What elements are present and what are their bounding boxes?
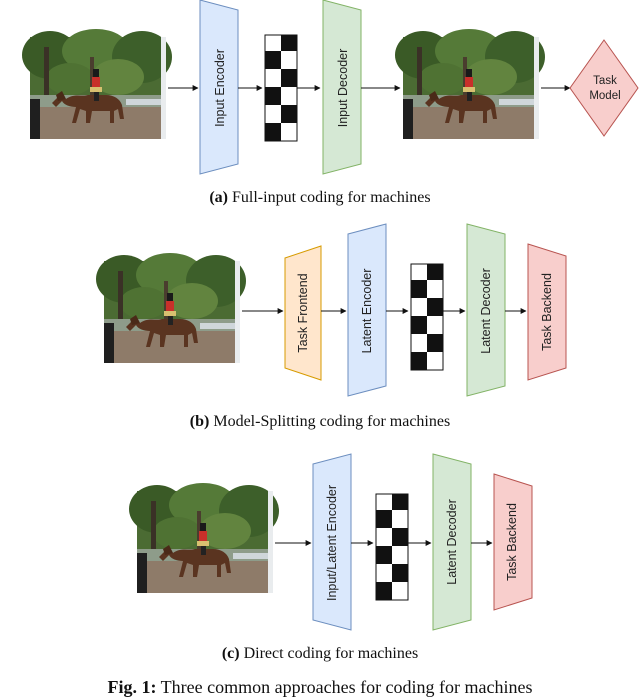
caption-c-text: Direct coding for machines	[243, 645, 419, 662]
input-latent-encoder-label: Input/Latent Encoder	[325, 485, 339, 601]
input-decoder-block	[322, 0, 362, 175]
reconstructed-image-a	[395, 29, 545, 139]
input-image-b	[96, 253, 246, 363]
figure-tag: Fig. 1:	[107, 677, 157, 697]
bitstream-a	[264, 34, 298, 142]
input-decoder-label: Input Decoder	[336, 49, 350, 128]
task-backend-label-c: Task Backend	[505, 503, 519, 581]
caption-a-tag: (a)	[209, 189, 228, 206]
figure-caption-text: Three common approaches for coding for m…	[160, 677, 533, 697]
latent-encoder-block	[347, 223, 387, 397]
panel-c: Input/Latent Encoder Latent Decoder Task…	[129, 453, 533, 631]
input-image-c	[129, 483, 279, 593]
task-model-diamond	[569, 39, 639, 137]
panel-b: Task Frontend Latent Encoder Latent Deco…	[96, 223, 567, 397]
caption-b: (b) Model-Splitting coding for machines	[0, 413, 640, 431]
panel-a: Input Encoder Input Decoder Task Model	[22, 0, 639, 175]
task-backend-block-c	[493, 473, 533, 611]
bitstream-b	[410, 263, 444, 371]
input-encoder-block	[199, 0, 239, 175]
task-frontend-block	[284, 245, 322, 381]
latent-decoder-block-c	[432, 453, 472, 631]
caption-c-tag: (c)	[221, 645, 240, 662]
caption-a: (a) Full-input coding for machines	[0, 189, 640, 207]
task-model-label-2: Model	[589, 90, 620, 102]
figure-caption: Fig. 1: Three common approaches for codi…	[0, 677, 640, 698]
bitstream-c	[375, 493, 409, 601]
latent-decoder-label-c: Latent Decoder	[445, 499, 459, 584]
caption-a-text: Full-input coding for machines	[232, 189, 431, 206]
latent-decoder-block	[466, 223, 506, 397]
latent-decoder-label: Latent Decoder	[479, 268, 493, 353]
input-latent-encoder-block	[312, 453, 352, 631]
caption-c: (c) Direct coding for machines	[0, 645, 640, 663]
task-backend-label-b: Task Backend	[540, 273, 554, 351]
caption-b-text: Model-Splitting coding for machines	[213, 413, 451, 430]
latent-encoder-label: Latent Encoder	[360, 269, 374, 354]
input-encoder-label: Input Encoder	[213, 49, 227, 127]
task-backend-block-b	[527, 243, 567, 381]
task-frontend-label: Task Frontend	[296, 273, 310, 352]
caption-b-tag: (b)	[189, 413, 210, 430]
input-image-a	[22, 29, 172, 139]
task-model-label-1: Task	[593, 75, 617, 87]
